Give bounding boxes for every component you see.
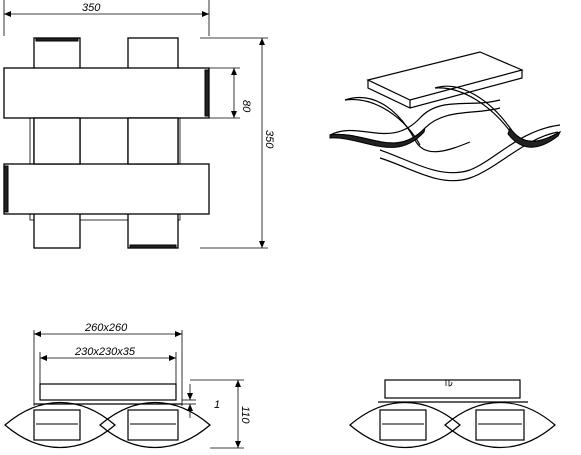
perspective-view	[329, 51, 562, 182]
top-view: 350 80 350	[3, 0, 275, 249]
wave-shade	[329, 99, 501, 136]
shade-right	[99, 401, 211, 449]
vertical-bar-right-mid	[127, 117, 179, 165]
outer-size-label: 260x260	[84, 322, 128, 334]
gap-dimension-label: 1	[214, 399, 220, 411]
shade-left	[4, 401, 116, 449]
horizontal-bar-top	[3, 67, 210, 119]
mounting-plate-front	[384, 379, 521, 399]
bar-edge-shade	[35, 37, 79, 42]
vertical-bar-left-mid	[33, 117, 81, 165]
bar-edge-shade	[3, 165, 9, 213]
mounting-plate-side	[39, 383, 177, 401]
width-dimension-label: 350	[82, 2, 101, 14]
height-dimension-label: 350	[263, 130, 275, 149]
bar-edge-shade	[204, 69, 210, 117]
shade-front-right	[444, 401, 556, 449]
bar-height-dimension-label: 80	[240, 100, 252, 113]
inner-size-label: 230x230x35	[74, 346, 136, 358]
shade-front-left	[349, 401, 461, 449]
wave-shade	[379, 124, 561, 174]
ceiling-plate	[366, 51, 524, 101]
side-view-left: 260x260 230x230x35 1 110	[4, 322, 251, 449]
horizontal-bar-bottom	[3, 163, 210, 215]
side-view-right	[349, 379, 556, 449]
side-height-dimension-label: 110	[239, 406, 251, 424]
bar-edge-shade	[129, 244, 177, 249]
